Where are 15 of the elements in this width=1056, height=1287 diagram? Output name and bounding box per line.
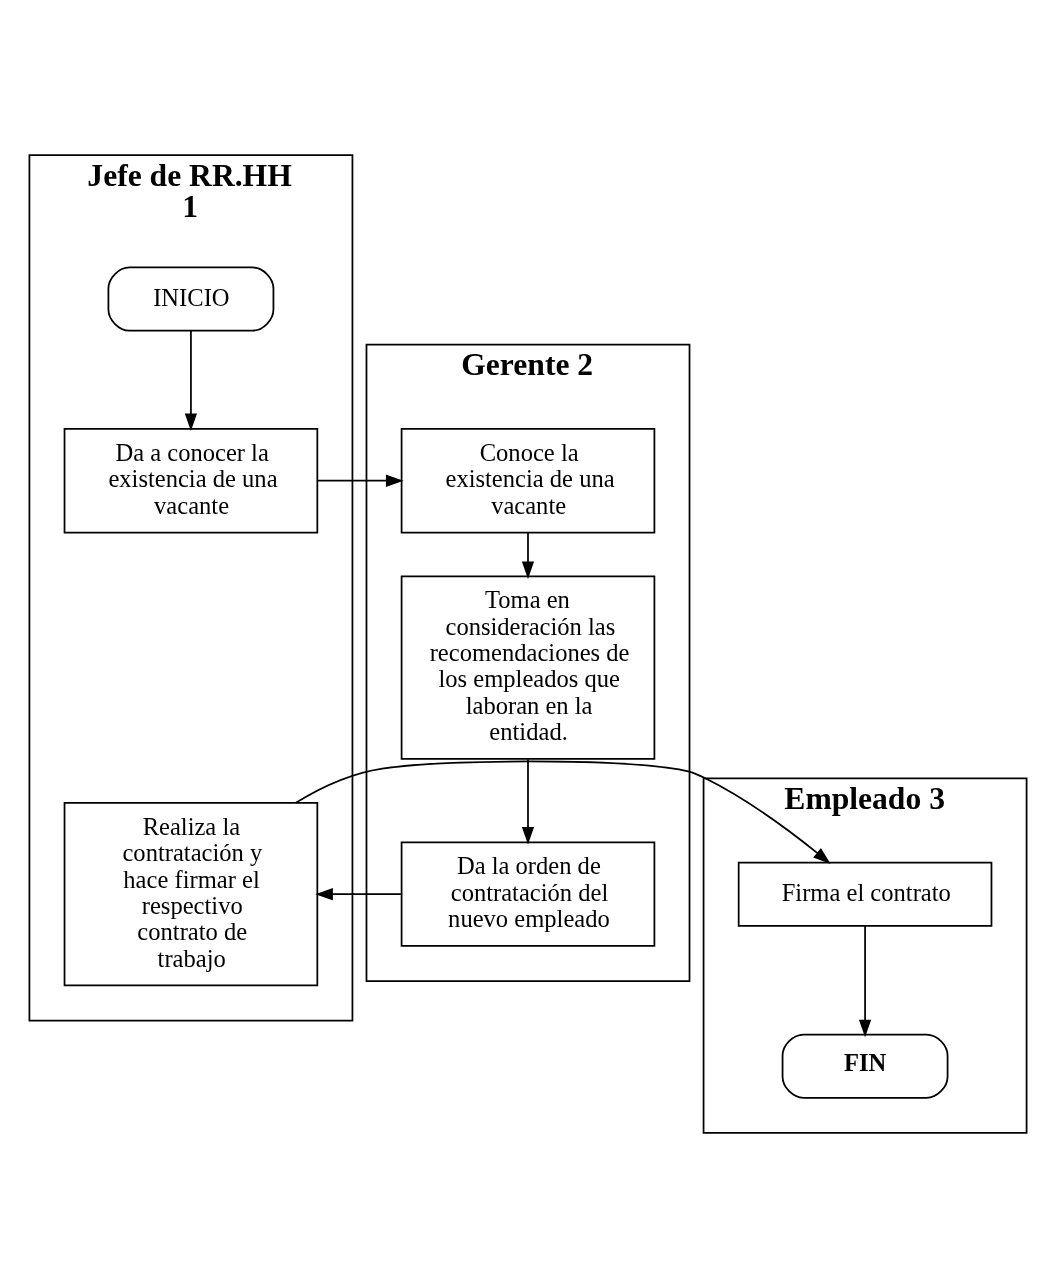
- arrow: [858, 924, 872, 1037]
- node-box: Da a conocer la existencia de una vacante: [63, 427, 319, 533]
- arrow: [315, 887, 402, 900]
- node-box: FIN: [781, 1033, 949, 1099]
- arrow: [521, 531, 535, 579]
- arrow: [317, 474, 404, 487]
- arrow: [184, 329, 198, 431]
- arrow: [295, 760, 831, 864]
- arrow: [521, 758, 535, 844]
- node-box: Realiza la contratación y hace firmar el respectivo contrato de trabajo: [63, 801, 319, 986]
- node-box: Da la orden de contratación del nuevo empleado: [400, 841, 656, 947]
- node-box: INICIO: [107, 266, 275, 331]
- node-box: Toma en consideración las recomendaciones de los empleados que laboran en la entidad.: [400, 575, 656, 760]
- node-box: Conoce la existencia de una vacante: [400, 427, 656, 533]
- node-box: Firma el contrato: [737, 861, 993, 927]
